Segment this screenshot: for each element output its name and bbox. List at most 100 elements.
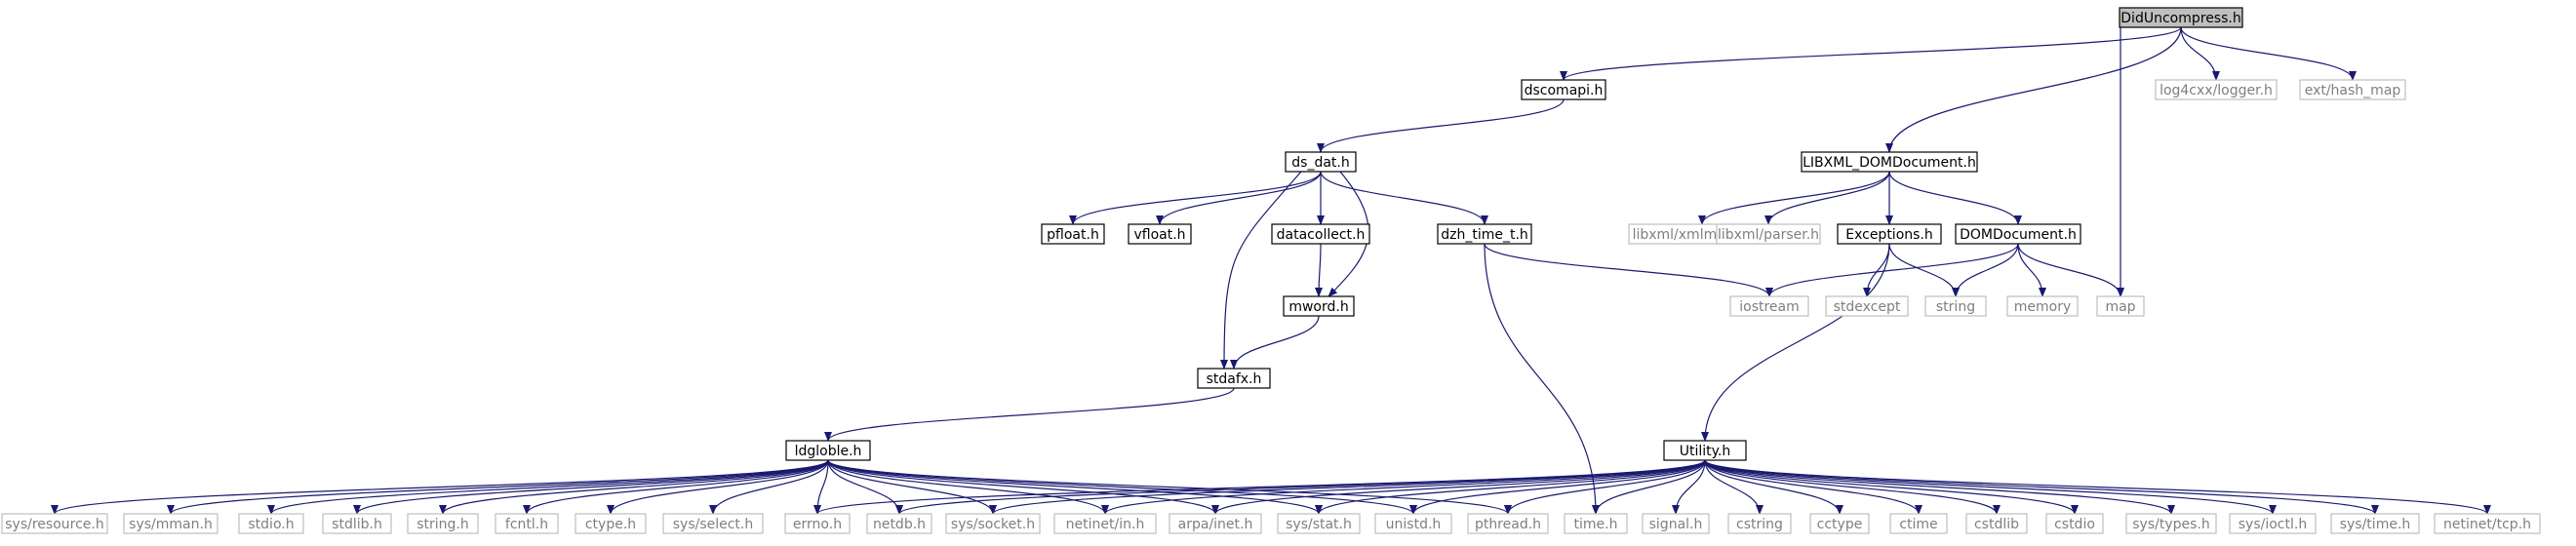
node-vfloat[interactable]: vfloat.h — [1128, 223, 1192, 245]
node-label-stdafx: stdafx.h — [1207, 371, 1262, 387]
edge-ds_dat-to-vfloat — [1156, 171, 1322, 225]
node-cstdlib: cstdlib — [1965, 513, 2028, 534]
node-box-stdexcept — [1825, 295, 1909, 317]
node-exceptions[interactable]: Exceptions.h — [1837, 223, 1942, 245]
node-label-exceptions: Exceptions.h — [1845, 227, 1933, 243]
node-dzh_time[interactable]: dzh_time_t.h — [1437, 223, 1532, 245]
node-pfloat[interactable]: pfloat.h — [1041, 223, 1105, 245]
node-box-unistd — [1374, 513, 1452, 534]
edge-ldgloble-to-stat — [827, 459, 1323, 515]
node-utility[interactable]: Utility.h — [1663, 440, 1747, 461]
node-box-ioctl — [2229, 513, 2317, 534]
edge-utility-to-ctime — [1704, 459, 1922, 515]
node-box-resource — [1, 513, 108, 534]
node-box-exceptions — [1837, 223, 1942, 245]
edge-domdoc-to-iostream — [1765, 243, 2019, 297]
edge-mword-to-stdafx — [1230, 315, 1320, 370]
nodes-layer: DidUncompress.h dscomapi.h log4cxx/logger.… — [1, 7, 2541, 534]
edge-exceptions-to-stdexcept — [1863, 243, 1890, 297]
node-stdio: stdio.h — [238, 513, 304, 534]
edge-ldgloble-to-mman — [167, 459, 829, 515]
node-label-libxml_dom: LIBXML_DOMDocument.h — [1803, 155, 1976, 171]
node-label-signal: signal.h — [1649, 517, 1703, 532]
edge-ldgloble-to-errno — [813, 459, 829, 515]
node-ds_dat[interactable]: ds_dat.h — [1285, 151, 1357, 173]
node-datacollect[interactable]: datacollect.h — [1271, 223, 1370, 245]
edge-utility-to-ioctl — [1704, 459, 2277, 515]
node-label-types: sys/types.h — [2132, 517, 2209, 532]
edge-utility-to-netdb — [895, 459, 1706, 515]
edge-libxml_dom-to-domdoc — [1888, 171, 2022, 225]
node-box-netdb — [866, 513, 932, 534]
edge-utility-to-arpa_inet — [1211, 459, 1706, 515]
node-libxml_dom[interactable]: LIBXML_DOMDocument.h — [1801, 151, 1978, 173]
edge-ldgloble-to-arpa_inet — [827, 459, 1219, 515]
edge-domdoc-to-map — [2017, 243, 2124, 297]
node-label-stat: sys/stat.h — [1286, 517, 1352, 532]
node-errno: errno.h — [784, 513, 851, 534]
node-time_h: time.h — [1564, 513, 1628, 534]
node-label-ioctl: sys/ioctl.h — [2239, 517, 2307, 532]
node-box-root — [2119, 7, 2243, 28]
node-box-cstdio — [2045, 513, 2104, 534]
node-label-cctype: cctype — [1817, 517, 1863, 532]
node-stdafx[interactable]: stdafx.h — [1197, 368, 1271, 389]
node-label-netinet_in: netinet/in.h — [1066, 517, 1145, 532]
edge-utility-to-types — [1704, 459, 2175, 515]
node-ldgloble[interactable]: ldgloble.h — [785, 440, 871, 461]
node-box-signal — [1642, 513, 1710, 534]
node-box-libxml_dom — [1801, 151, 1978, 173]
node-label-netdb: netdb.h — [873, 517, 926, 532]
edge-dzh_time-to-iostream — [1484, 243, 1773, 297]
node-log4cxx: log4cxx/logger.h — [2155, 79, 2278, 100]
node-box-stat — [1277, 513, 1361, 534]
edge-utility-to-signal — [1672, 459, 1706, 515]
edge-stdafx-to-ldgloble — [824, 387, 1235, 442]
node-mword[interactable]: mword.h — [1283, 295, 1355, 317]
node-box-cctype — [1809, 513, 1870, 534]
node-label-stdio: stdio.h — [248, 517, 294, 532]
edge-exceptions-to-string — [1888, 243, 1960, 297]
node-label-cstring: cstring — [1736, 517, 1783, 532]
node-label-fcntl: fcntl.h — [505, 517, 548, 532]
node-label-pfloat: pfloat.h — [1047, 227, 1099, 243]
edge-utility-to-errno — [813, 459, 1706, 515]
node-label-log4cxx: log4cxx/logger.h — [2160, 83, 2273, 98]
node-resource: sys/resource.h — [1, 513, 108, 534]
node-label-dscomapi: dscomapi.h — [1525, 83, 1604, 98]
edge-root-to-hash_map — [2180, 26, 2357, 81]
node-box-cstdlib — [1965, 513, 2028, 534]
node-unistd: unistd.h — [1374, 513, 1452, 534]
node-domdoc[interactable]: DOMDocument.h — [1955, 223, 2081, 245]
node-dscomapi[interactable]: dscomapi.h — [1521, 79, 1606, 100]
node-cstring: cstring — [1727, 513, 1792, 534]
edge-ds_dat-to-pfloat — [1069, 171, 1322, 225]
node-root[interactable]: DidUncompress.h — [2119, 7, 2243, 28]
node-label-dzh_time: dzh_time_t.h — [1441, 227, 1528, 243]
node-box-dscomapi — [1521, 79, 1606, 100]
node-label-string: string — [1936, 299, 1975, 315]
edge-ldgloble-to-unistd — [827, 459, 1417, 515]
node-box-utility — [1663, 440, 1747, 461]
node-netinet_in: netinet/in.h — [1053, 513, 1157, 534]
node-box-stdafx — [1197, 368, 1271, 389]
node-stdlib: stdlib.h — [322, 513, 392, 534]
edge-utility-to-unistd — [1409, 459, 1706, 515]
node-box-select — [662, 513, 764, 534]
node-box-netinet_in — [1053, 513, 1157, 534]
node-label-string_h: string.h — [416, 517, 469, 532]
node-types: sys/types.h — [2125, 513, 2217, 534]
node-label-pthread: pthread.h — [1475, 517, 1541, 532]
node-box-errno — [784, 513, 851, 534]
node-label-datacollect: datacollect.h — [1277, 227, 1366, 243]
edge-ldgloble-to-stdlib — [353, 459, 829, 515]
edge-ldgloble-to-pthread — [827, 459, 1512, 515]
node-label-systime: sys/time.h — [2340, 517, 2411, 532]
node-box-socket — [945, 513, 1041, 534]
node-tcp: netinet/tcp.h — [2434, 513, 2541, 534]
node-map: map — [2096, 295, 2145, 317]
node-label-time_h: time.h — [1574, 517, 1618, 532]
node-label-stdexcept: stdexcept — [1834, 299, 1901, 315]
node-ioctl: sys/ioctl.h — [2229, 513, 2317, 534]
edge-utility-to-cstdio — [1704, 459, 2079, 515]
